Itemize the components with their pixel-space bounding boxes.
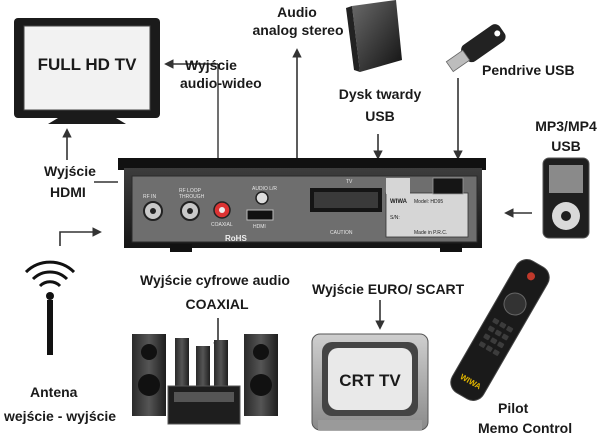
panel-model: Model: HD95 (414, 199, 443, 205)
power-switch (432, 177, 464, 195)
antenna-arrow (59, 227, 102, 246)
panel-hdmi: HDMI (253, 224, 266, 230)
antenna-icon (24, 260, 76, 355)
full-hd-tv (14, 18, 160, 124)
audio-lr-connector (255, 191, 269, 205)
panel-audio-lr: AUDIO L/R (252, 186, 277, 192)
set-top-box: RF IN RF LOOP THROUGH AUDIO L/R COAXIAL … (118, 158, 486, 252)
antenna-label-2: wejście - wyjście (4, 408, 117, 424)
audio-label-1: Audio (277, 4, 317, 20)
av-out-label-2: audio-wideo (180, 75, 262, 91)
panel-brand: WIWA (390, 199, 408, 205)
scart-label: Wyjście EURO/ SCART (312, 281, 465, 297)
hdmi-label-1: Wyjście (44, 163, 96, 179)
tv-screen-label: FULL HD TV (37, 55, 137, 74)
coaxial-label-1: Wyjście cyfrowe audio (140, 272, 290, 288)
panel-rohs: RoHS (225, 234, 247, 243)
panel-rf-through: THROUGH (179, 194, 205, 200)
panel-rf-loop: RF LOOP (179, 188, 202, 194)
audio-label-2: analog stereo (252, 22, 344, 38)
remote-label-2: Memo Control (478, 420, 573, 436)
mp3-player (542, 157, 590, 239)
panel-tv: TV (346, 179, 353, 185)
mp3-label-2: USB (551, 138, 581, 154)
pendrive-label: Pendrive USB (482, 62, 575, 78)
coaxial-label-2: COAXIAL (185, 296, 249, 312)
hard-drive (346, 0, 402, 72)
pendrive (445, 24, 506, 73)
crt-tv (311, 333, 429, 431)
panel-made-in: Made in P.R.C. (414, 230, 447, 236)
mp3-label-1: MP3/MP4 (535, 118, 597, 134)
panel-rf-in: RF IN (143, 194, 156, 200)
crt-screen-label: CRT TV (339, 371, 401, 390)
hdd-label-1: Dysk twardy (338, 86, 422, 102)
hdd-label-2: USB (365, 108, 395, 124)
antenna-label-1: Antena (30, 384, 78, 400)
panel-coaxial: COAXIAL (211, 222, 233, 228)
speaker-system (132, 334, 278, 425)
panel-sn: S/N: (390, 215, 400, 221)
remote-control: WIWA (450, 259, 550, 401)
remote-label-1: Pilot (498, 400, 529, 416)
av-out-label-1: Wyjście (185, 57, 237, 73)
hdmi-port (246, 209, 274, 221)
hdmi-label-2: HDMI (50, 184, 86, 200)
panel-caution: CAUTION (330, 230, 353, 236)
